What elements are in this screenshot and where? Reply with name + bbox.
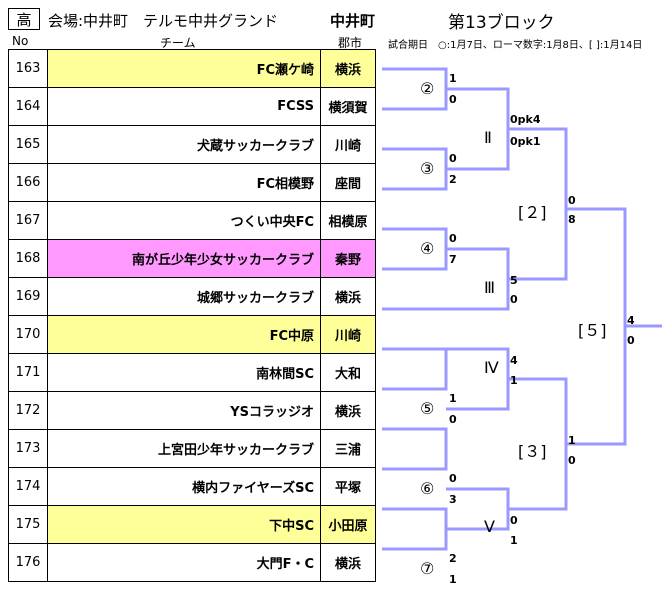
match-5-score-bottom: 0 [449,413,457,426]
team-name: 大門F・C [47,543,321,582]
match-II-score-top: 0pk4 [510,113,541,126]
team-name: 上宮田少年サッカークラブ [47,429,321,468]
match-3-score-top: 0 [449,152,457,165]
match-III-label: Ⅲ [484,278,496,297]
match-5-label: ⑤ [420,399,435,418]
team-city: 大和 [320,353,376,392]
match-b2-score-bottom: 8 [568,213,576,226]
match-II-score-bottom: 0pk1 [510,135,541,148]
team-number: 174 [8,467,48,506]
team-city: 横浜 [320,391,376,430]
match-4-label: ④ [420,239,435,258]
team-city: 三浦 [320,429,376,468]
team-number: 171 [8,353,48,392]
venue-label: 会場:中井町 テルモ中井グランド [48,12,279,30]
match-III-score-bottom: 0 [510,293,518,306]
team-city: 小田原 [320,505,376,544]
match-IV-score-bottom: 1 [510,374,518,387]
team-city: 横浜 [320,543,376,582]
team-number: 176 [8,543,48,582]
team-number: 173 [8,429,48,468]
match-5-score-top: 1 [449,392,457,405]
match-2-score-top: 1 [449,72,457,85]
match-IV-score-top: 4 [510,354,518,367]
match-4-score-top: 0 [449,232,457,245]
match-2-score-bottom: 0 [449,93,457,106]
team-city: 川崎 [320,315,376,354]
match-6-label: ⑥ [420,479,435,498]
team-city: 横須賀 [320,87,376,126]
match-b2-label: [２] [518,203,547,222]
team-number: 168 [8,239,48,278]
match-6-score-bottom: 3 [449,493,457,506]
match-b3-label: [３] [518,442,547,461]
team-number: 170 [8,315,48,354]
match-7-score-top: 2 [449,552,457,565]
match-b2-score-top: 0 [568,194,576,207]
match-II-label: Ⅱ [484,128,492,147]
team-number: 166 [8,163,48,202]
team-name: FC中原 [47,315,321,354]
match-V-label: Ⅴ [484,517,495,536]
match-b5-score-bottom: 0 [627,334,635,347]
team-name: 下中SC [47,505,321,544]
match-IV-label: Ⅳ [484,358,499,377]
venue-city: 中井町 [330,12,376,30]
block-title: 第13ブロック [448,13,555,33]
match-b5-label: [５] [578,321,607,340]
team-city: 横浜 [320,49,376,88]
team-name: FC相模野 [47,163,321,202]
match-7-score-bottom: 1 [449,573,457,586]
match-3-score-bottom: 2 [449,173,457,186]
team-city: 座間 [320,163,376,202]
match-3-label: ③ [420,159,435,178]
match-V-score-top: 0 [510,514,518,527]
match-b3-score-bottom: 0 [568,454,576,467]
team-name: 犬蔵サッカークラブ [47,125,321,164]
team-name: YSコラッジオ [47,391,321,430]
col-header-city: 郡市 [338,36,363,50]
col-header-no: No [12,34,29,48]
team-city: 相模原 [320,201,376,240]
school-category-label: 高 [8,8,40,30]
team-number: 165 [8,125,48,164]
team-name: FCSS [47,87,321,126]
match-7-label: ⑦ [420,559,435,578]
match-6-score-top: 0 [449,472,457,485]
team-number: 172 [8,391,48,430]
team-city: 秦野 [320,239,376,278]
match-2-label: ② [420,79,435,98]
match-III-score-top: 5 [510,274,518,287]
match-V-score-bottom: 1 [510,534,518,547]
match-dates-note: 試合期日 ○:1月7日、ローマ数字:1月8日、[ ]:1月14日 [388,40,643,51]
col-header-team: チーム [160,36,196,50]
match-4-score-bottom: 7 [449,253,457,266]
team-name: 横内ファイヤーズSC [47,467,321,506]
team-name: 城郷サッカークラブ [47,277,321,316]
match-b3-score-top: 1 [568,434,576,447]
match-b5-score-top: 4 [627,314,635,327]
